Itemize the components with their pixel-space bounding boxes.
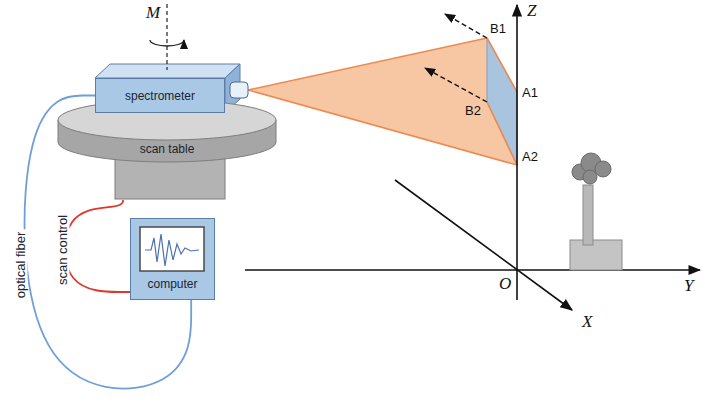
rotation-arrow (150, 40, 184, 46)
point-label: B2 (465, 104, 481, 117)
direction-arrow (425, 68, 487, 102)
node-label: spectrometer (125, 89, 195, 104)
x-axis (395, 180, 572, 310)
computer-screen (139, 226, 205, 272)
beam-edge (487, 102, 517, 165)
screen-frame (140, 227, 204, 271)
axis-label: Z (527, 2, 536, 19)
point-label: B1 (490, 22, 506, 35)
scan-control-cable (65, 200, 130, 292)
node-label: scan table (140, 142, 195, 157)
spectrum-wave (145, 234, 199, 266)
scan-plane (487, 38, 517, 165)
rotation-axis (166, 4, 167, 70)
y-axis (245, 269, 700, 271)
light-beam (248, 38, 517, 165)
axis-label: O (499, 275, 511, 292)
connector-label: optical fiber (13, 229, 28, 301)
axis-label: M (146, 4, 160, 21)
smoke (595, 161, 611, 177)
beam-edge (487, 38, 517, 92)
spectrometer-lens (230, 82, 248, 98)
direction-arrow (445, 14, 487, 38)
scan-table: scan table (57, 98, 277, 200)
z-axis (516, 5, 518, 300)
connector-label: scan control (55, 212, 70, 288)
computer-box: computer (130, 218, 215, 300)
smoke (583, 170, 597, 184)
factory-building (570, 240, 622, 270)
point-label: A1 (522, 86, 538, 99)
axis-label: X (582, 313, 592, 330)
spectrometer-box: spectrometer (95, 78, 225, 113)
node-label: computer (147, 277, 197, 292)
table-top (58, 100, 276, 140)
axis-label: Y (684, 277, 693, 294)
point-label: A2 (522, 150, 538, 163)
factory-chimney (583, 185, 593, 245)
spectrometer-top (95, 64, 240, 78)
beam-edge (248, 90, 517, 165)
